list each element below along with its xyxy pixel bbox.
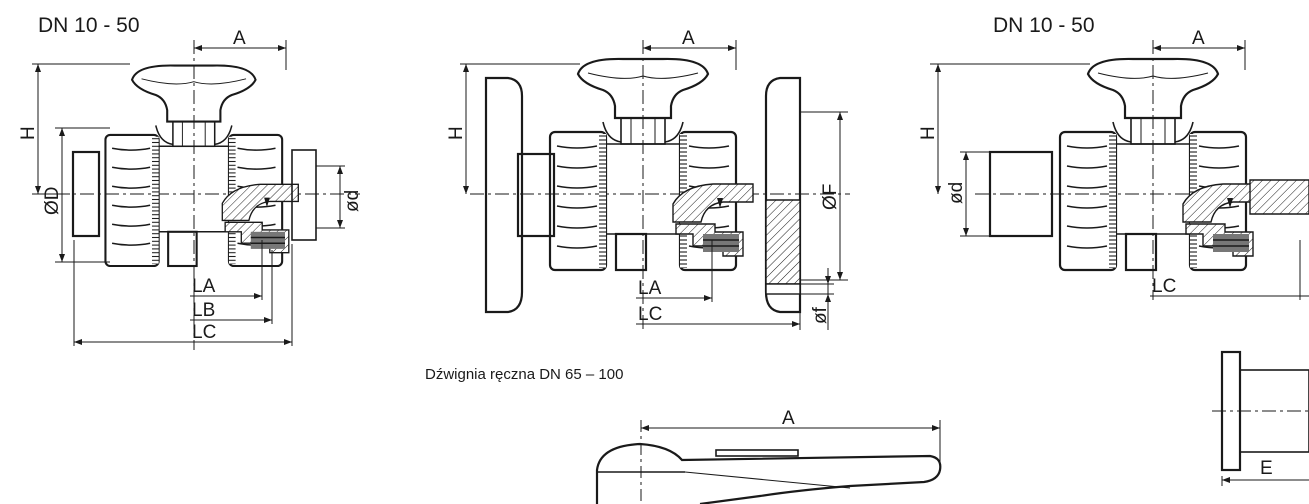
right-dim-d: ød: [946, 182, 967, 204]
left-dim-a: A: [233, 28, 246, 49]
middle-dim-la: LA: [638, 278, 662, 299]
lever-caption: Dźwignia ręczna DN 65 – 100: [425, 366, 624, 383]
lever-view: A: [595, 408, 942, 504]
right-dim-lc: LC: [1152, 276, 1176, 297]
left-view: DN 10 - 50 A H ØD ød: [18, 14, 363, 350]
right-dim-a: A: [1192, 28, 1205, 49]
right-view: DN 10 - 50 A H ød LC E: [918, 14, 1309, 486]
right-view-title: DN 10 - 50: [993, 14, 1095, 37]
lever-dim-a: A: [782, 408, 795, 429]
left-dim-la: LA: [192, 276, 216, 297]
left-view-title: DN 10 - 50: [38, 14, 140, 37]
middle-dim-of: ØF: [820, 184, 841, 210]
middle-dim-f: øf: [810, 306, 831, 324]
middle-dim-h: H: [446, 126, 467, 140]
left-dim-lc: LC: [192, 322, 216, 343]
right-dim-e: E: [1260, 458, 1273, 479]
left-dim-d: ød: [342, 190, 363, 212]
right-dim-h: H: [918, 126, 939, 140]
left-dim-h: H: [18, 126, 39, 140]
left-dim-od: ØD: [42, 187, 63, 216]
middle-view: A H ØF øf LA LC: [446, 28, 850, 330]
left-dim-lb: LB: [192, 300, 215, 321]
middle-dim-lc: LC: [638, 304, 662, 325]
middle-dim-a: A: [682, 28, 695, 49]
